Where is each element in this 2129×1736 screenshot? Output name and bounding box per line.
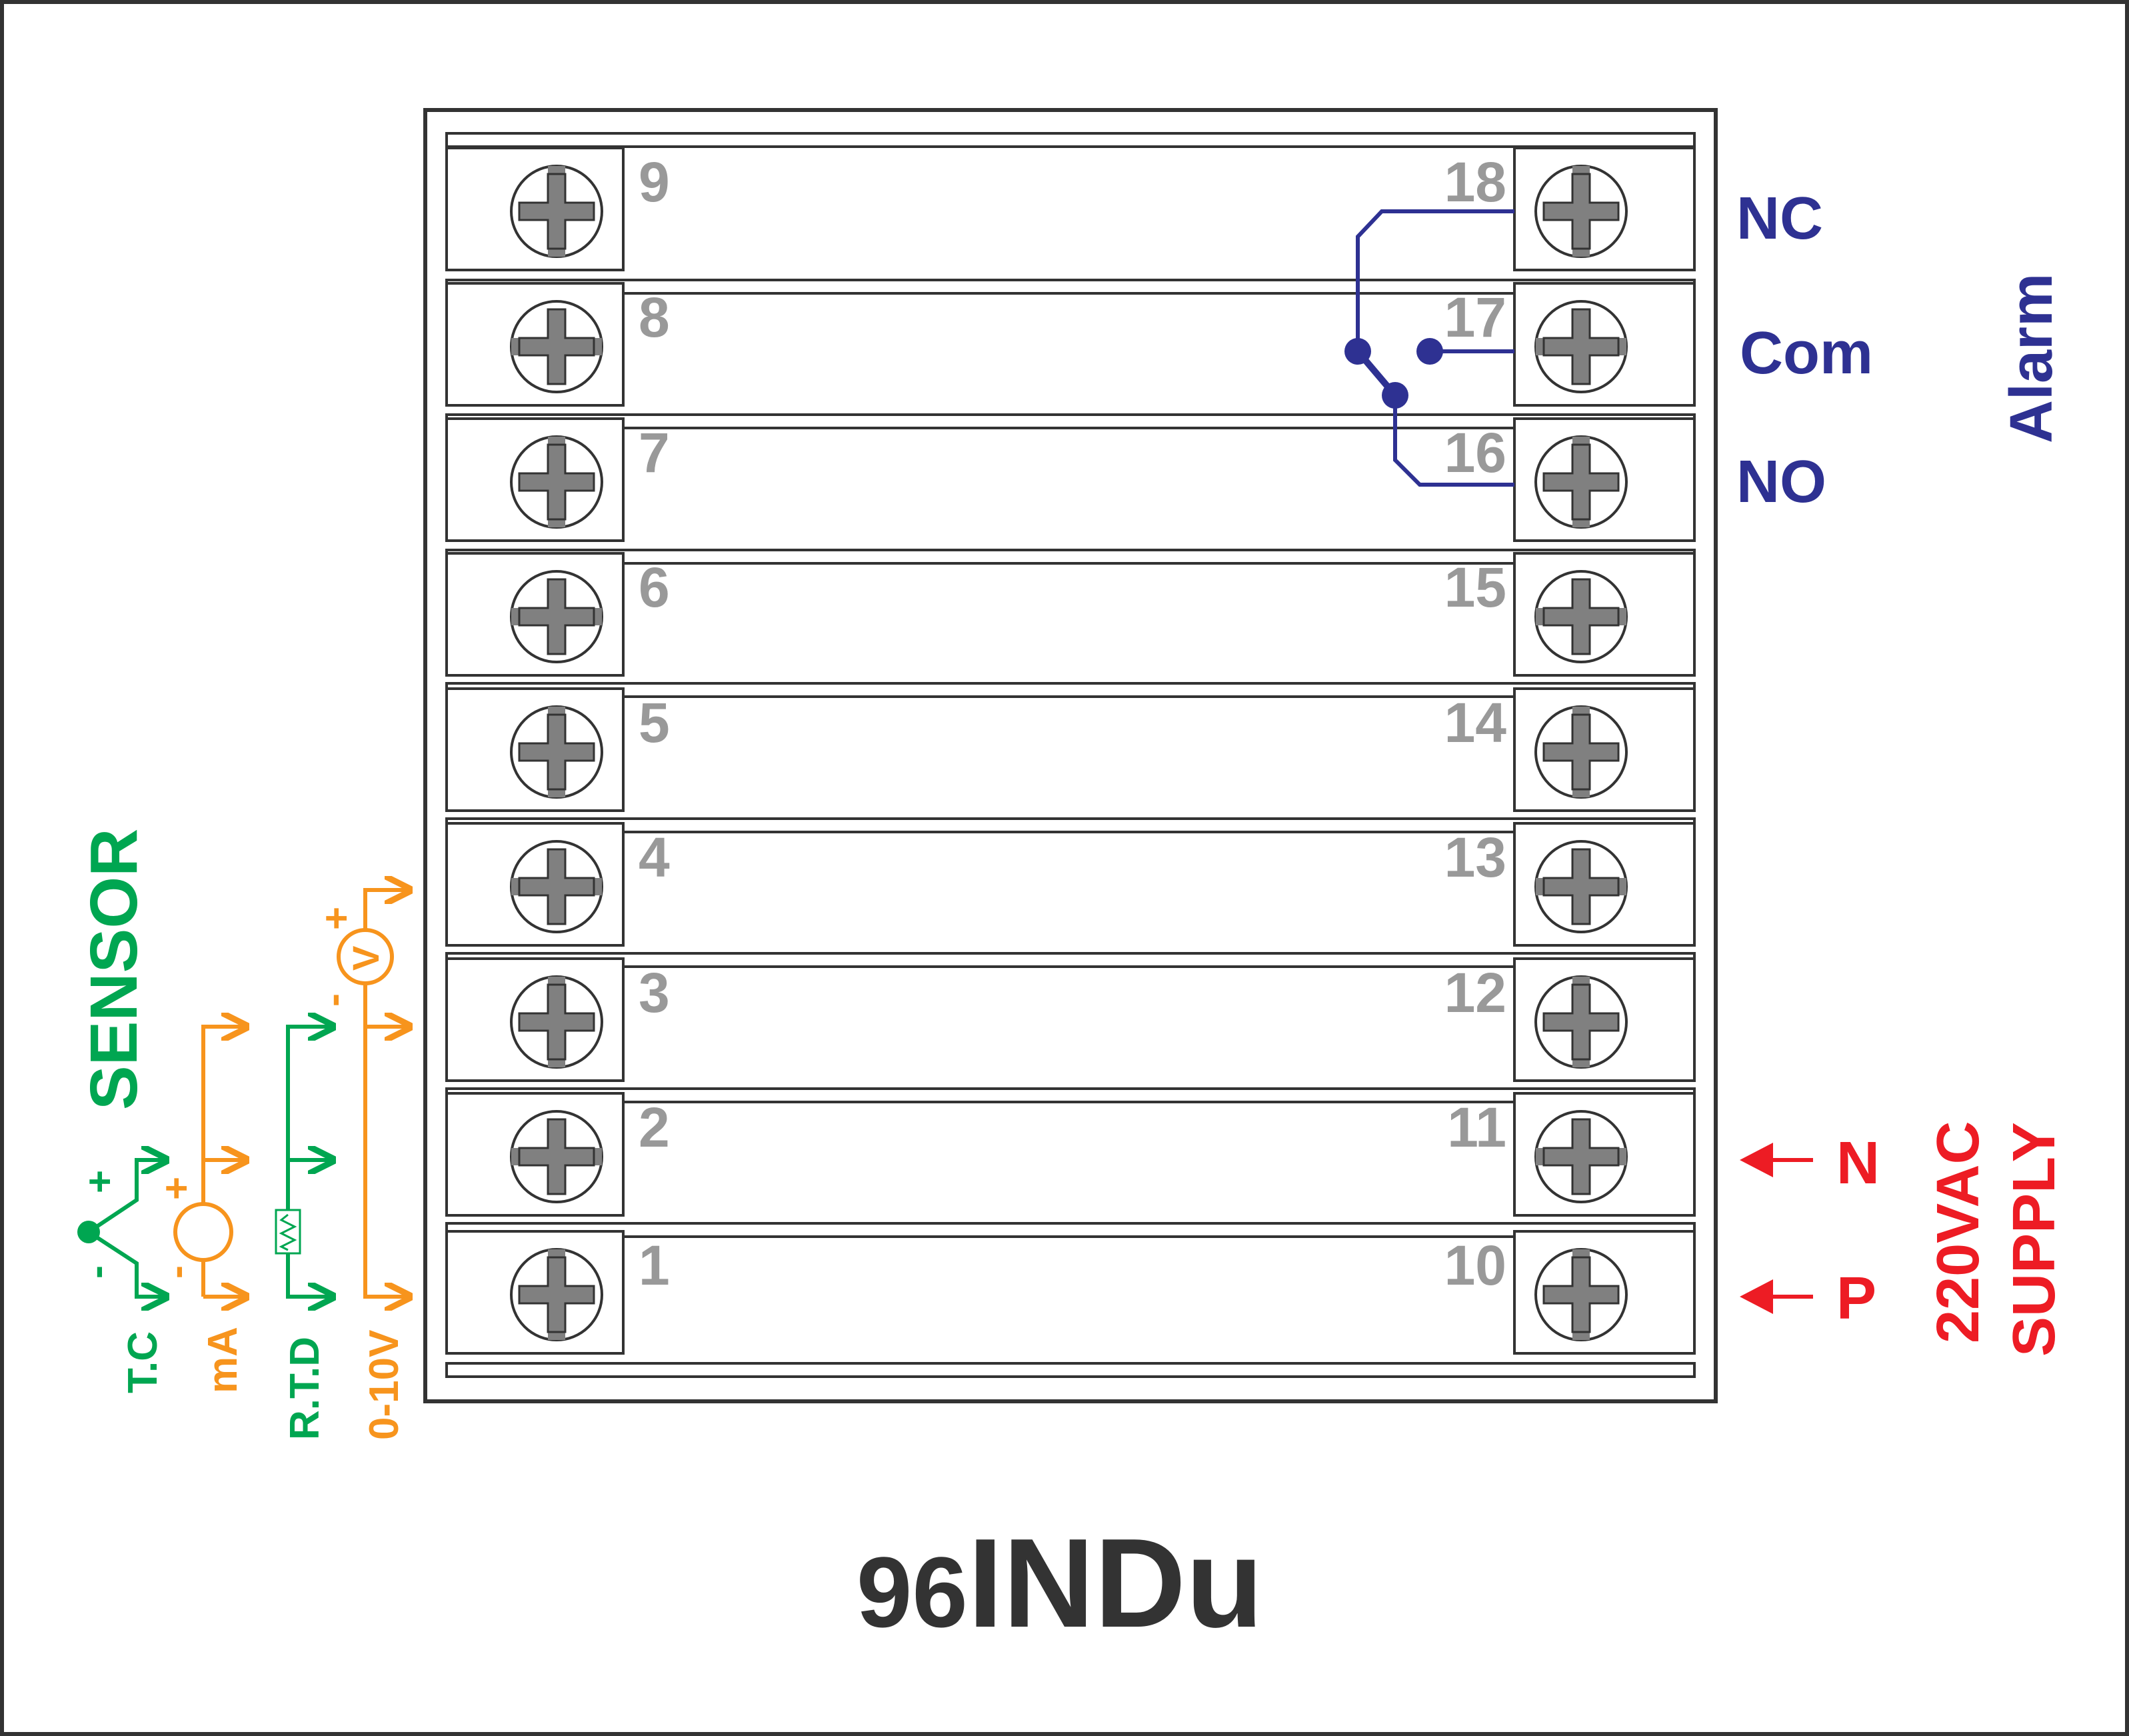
tc-plus: + [77, 1170, 122, 1193]
screw-icon [510, 1110, 603, 1203]
tc-label: T.C [120, 1331, 166, 1393]
screw-icon [510, 840, 603, 933]
relay-no-dot [1382, 382, 1408, 409]
terminal-number-left: 9 [639, 151, 670, 213]
screw-icon [510, 165, 603, 258]
terminal-number-right: 18 [1444, 151, 1506, 213]
nc-wire [1356, 209, 1514, 351]
screw-icon [1534, 840, 1628, 933]
terminal-number-left: 7 [639, 421, 670, 484]
screw-icon [510, 300, 603, 393]
separator-bar [445, 682, 1696, 698]
supply-arrows [1740, 1143, 1813, 1314]
terminal-number-right: 11 [1447, 1096, 1506, 1159]
no-wire [1393, 395, 1514, 487]
thermocouple-junction [77, 1221, 100, 1243]
separator-bar [445, 279, 1696, 295]
thermocouple-wiring [87, 1160, 167, 1297]
voltage-label: 220VAC [1925, 1121, 1992, 1343]
separator-bar [445, 952, 1696, 968]
rtd-zigzag-icon [279, 1213, 297, 1251]
terminal-number-right: 17 [1444, 286, 1506, 349]
terminal-number-left: 1 [639, 1234, 670, 1297]
terminal-number-right: 13 [1444, 826, 1506, 889]
com-label: Com [1740, 320, 1873, 387]
voltmeter-v: V [345, 946, 387, 971]
separator-bar [445, 549, 1696, 565]
ma-minus: - [154, 1265, 199, 1279]
terminal-block-outline [423, 108, 1718, 1403]
rtd-label: R.T.D [282, 1337, 328, 1440]
rtd-resistor [275, 1209, 301, 1255]
screw-icon [510, 570, 603, 663]
relay-com-dot [1416, 338, 1443, 365]
model-suffix: INDu [968, 1513, 1263, 1654]
terminal-number-left: 5 [639, 691, 670, 754]
relay-pivot-dot [1344, 338, 1371, 365]
model-title: 96INDu [857, 1513, 1263, 1654]
nc-label: NC [1736, 185, 1823, 252]
terminal-number-right: 16 [1444, 421, 1506, 484]
volt-minus: - [311, 993, 355, 1007]
screw-icon [1534, 975, 1628, 1069]
separator-bar [445, 1222, 1696, 1238]
supply-label: SUPPLY [2001, 1122, 2068, 1357]
ma-plus: + [154, 1177, 199, 1200]
tc-minus: - [74, 1265, 119, 1279]
voltmeter-circle [337, 928, 394, 985]
terminal-number-right: 15 [1444, 556, 1506, 619]
separator-bar [445, 1362, 1696, 1378]
separator-bar [445, 1087, 1696, 1103]
screw-icon [510, 1248, 603, 1341]
sensor-label: SENSOR [77, 829, 151, 1110]
screw-icon [1534, 705, 1628, 799]
n-label: N [1836, 1130, 1880, 1197]
terminal-number-right: 12 [1444, 961, 1506, 1024]
rtd-wiring [275, 1027, 333, 1297]
terminal-number-left: 2 [639, 1096, 670, 1159]
terminal-number-left: 4 [639, 826, 670, 889]
screw-icon [1534, 1248, 1628, 1341]
screw-icon [1534, 300, 1628, 393]
separator-bar [445, 817, 1696, 833]
n-arrow-head [1740, 1143, 1773, 1177]
separator-bar [445, 413, 1696, 429]
screw-icon [1534, 165, 1628, 258]
ma-label: mA [200, 1327, 246, 1393]
terminal-number-right: 14 [1444, 691, 1507, 754]
ma-wiring [173, 1027, 247, 1297]
screw-icon [1534, 570, 1628, 663]
terminal-number-left: 3 [639, 961, 670, 1024]
terminal-number-left: 8 [639, 286, 670, 349]
ma-source-circle [173, 1202, 233, 1262]
screw-icon [1534, 1110, 1628, 1203]
volt-label: 0-10V [361, 1330, 407, 1440]
screw-icon [510, 975, 603, 1069]
screw-icon [510, 705, 603, 799]
terminal-number-left: 6 [639, 556, 670, 619]
volt-plus: + [314, 907, 359, 930]
terminals [445, 147, 1696, 1355]
p-arrow-head [1740, 1279, 1773, 1314]
screw-icon [1534, 435, 1628, 529]
no-label: NO [1736, 449, 1826, 515]
screw-icon [510, 435, 603, 529]
terminal-number-right: 10 [1444, 1234, 1506, 1297]
alarm-label: Alarm [1998, 273, 2065, 443]
voltage-sensor-wiring [337, 890, 410, 1297]
model-prefix: 96 [857, 1536, 968, 1648]
p-label: P [1836, 1265, 1876, 1332]
separator-bar [445, 132, 1696, 148]
